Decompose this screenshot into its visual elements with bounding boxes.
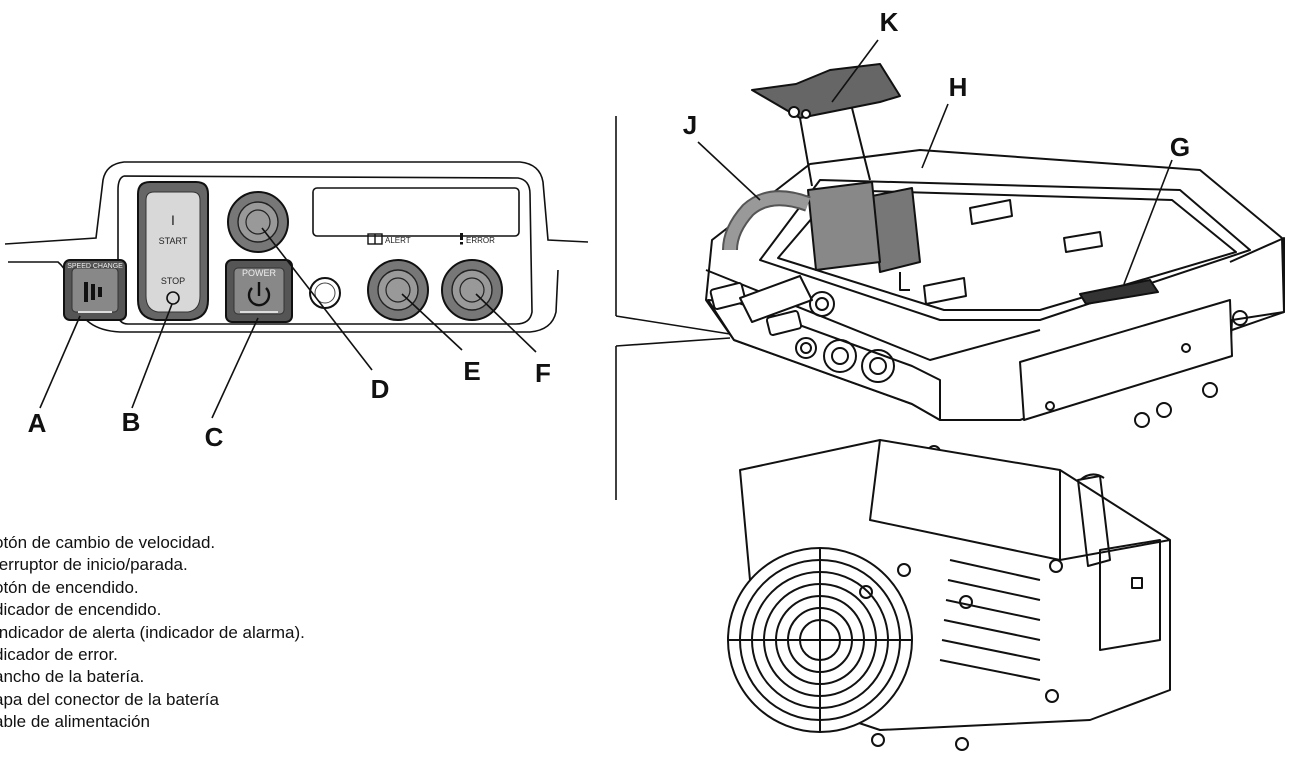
stop-label: STOP: [161, 276, 185, 286]
callout-b: B: [122, 407, 141, 437]
callout-c: C: [205, 422, 224, 452]
book-icon: [367, 233, 383, 245]
legend-item-e: Indicador de alerta (indicador de alarma…: [0, 622, 305, 642]
legend-item-j: able de alimentación: [0, 712, 150, 732]
machine-illustration: [705, 63, 1285, 751]
callout-j: J: [683, 110, 697, 140]
legend-item-d: dicador de encendido.: [0, 600, 162, 620]
callout-e: E: [463, 356, 480, 386]
legend-item-f: dicador de error.: [0, 645, 118, 665]
power-button[interactable]: POWER: [225, 259, 293, 323]
leader-lines-machine: [697, 39, 1173, 285]
callout-h: H: [949, 72, 968, 102]
zoom-bracket: [615, 116, 731, 500]
power-icon: [247, 282, 271, 307]
start-mark: I: [171, 212, 175, 228]
callout-k: K: [880, 7, 899, 37]
exclamation-icon: [460, 233, 463, 245]
callout-f: F: [535, 358, 551, 388]
error-label: ERROR: [466, 236, 495, 245]
start-stop-switch[interactable]: I START STOP: [137, 181, 209, 321]
callout-d: D: [371, 374, 390, 404]
speed-change-label: SPEED CHANGE: [67, 263, 123, 270]
stop-ring-icon: [166, 291, 180, 305]
legend-item-b: terruptor de inicio/parada.: [0, 555, 188, 575]
power-label: POWER: [242, 268, 277, 278]
alert-label: ALERT: [385, 236, 411, 245]
legend-item-c: otón de encendido.: [0, 577, 139, 597]
speed-icon: [84, 282, 102, 302]
power-indicator: [227, 191, 289, 253]
callout-g: G: [1170, 132, 1190, 162]
callout-a: A: [28, 408, 47, 438]
status-lamp: [309, 277, 341, 309]
alert-indicator: [367, 259, 429, 321]
legend-list: otón de cambio de velocidad. terruptor d…: [0, 532, 305, 734]
legend-item-g: ancho de la batería.: [0, 667, 145, 687]
leader-lines-panel: [39, 227, 537, 419]
legend-item-a: otón de cambio de velocidad.: [0, 533, 216, 552]
start-label: START: [159, 236, 188, 246]
speed-change-button[interactable]: SPEED CHANGE: [63, 259, 127, 321]
legend-item-h: apa del conector de la batería: [0, 689, 219, 709]
